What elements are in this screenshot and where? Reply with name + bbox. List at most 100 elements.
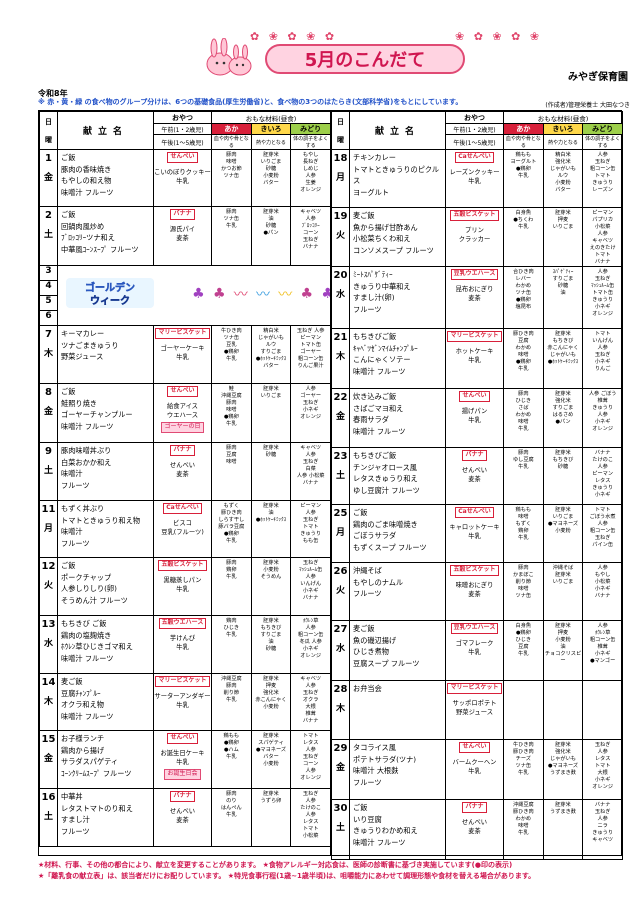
- green-ingredients: 人参 もやし 小松菜 小ネギ バナナ: [582, 562, 623, 622]
- green-ingredients: キャベツ 人参 玉ねぎ オクラ 大根 椎茸 バナナ: [290, 673, 331, 731]
- date-number: 2: [45, 210, 52, 221]
- menu-item: ﾎｳﾚﾝ草ひじきゴマ和え: [61, 642, 133, 652]
- morning-snack: 豆乳ウエハース: [450, 269, 499, 280]
- date-number: 8: [45, 387, 52, 398]
- menu-item: 鶏肉のごま味噌焼き: [353, 519, 418, 529]
- date-number: 30: [333, 803, 348, 815]
- yellow-ingredients: 胚芽米 押麦 いりごま: [542, 206, 584, 268]
- weekday: 金: [43, 754, 53, 764]
- menu-item: ひじき煮物: [353, 647, 389, 657]
- yellow-desc: 熱や力となる: [542, 134, 584, 150]
- green-ingredients: バナナ たけのこ 人参 ピーマン レタス きゅうり 小ネギ: [582, 447, 623, 506]
- weekday: 水: [335, 290, 345, 301]
- red-group-header: あか: [503, 123, 544, 135]
- menu-item: 麦ご飯: [61, 677, 83, 686]
- nursery-name: みやぎ保育園: [568, 72, 628, 83]
- day-header: 日曜: [39, 111, 58, 150]
- menu-item: サラダスパゲティ: [61, 757, 119, 767]
- menu-cell: ご飯回鍋肉風炒めﾌﾞﾛｯｺﾘｰツナ和え中華風ｺｰﾝｽｰﾌﾟ フルーツ: [57, 206, 154, 266]
- weekday: 月: [335, 173, 345, 183]
- afternoon-snack: ゴーヤーケーキ: [160, 344, 205, 352]
- weekday: 金: [335, 763, 345, 774]
- menu-item: ヨーグルト: [353, 187, 389, 197]
- green-ingredients: 人参 ごぼう 椎茸 きゅうり 人参 小ネギ オレンジ: [582, 388, 623, 449]
- afternoon-snack: 牛乳: [468, 177, 481, 185]
- menu-item: フルーツ: [61, 480, 90, 490]
- menu-item: フルーツ: [61, 538, 90, 548]
- afternoon-snack: 野菜ジュース: [455, 708, 494, 716]
- menu-item: ゆし豆腐汁 フルーツ: [353, 485, 420, 495]
- red-ingredients: 豚肉 味噌 かつお節 ツナ缶: [211, 149, 252, 207]
- svg-text:ゴールデン: ゴールデン: [85, 281, 135, 294]
- weekday: 土: [43, 812, 53, 822]
- menu-item: 小松菜ちくわ和え: [353, 234, 411, 244]
- green-ingredients: トマト いんげん 人参 玉ねぎ 小ネギ りんご: [582, 328, 623, 390]
- green-ingredients: 人参 ゴーヤー 玉ねぎ 小ネギ オレンジ: [290, 383, 331, 443]
- snack-cell: せんべい揚げパン牛乳: [445, 388, 504, 449]
- green-ingredients: ﾎｳﾚﾝ草 人参 粗コーン缶 冬瓜 人参 小ネギ オレンジ: [290, 615, 331, 674]
- menu-item: ご飯: [353, 803, 368, 813]
- red-ingredients: 沖縄豆腐 豚ひき肉 わかめ 味噌 牛乳: [503, 799, 544, 861]
- red-ingredients: 豚肉 鶏卵 牛乳: [211, 557, 252, 616]
- date-number: 25: [333, 508, 348, 520]
- menu-item: ﾌﾞﾛｯｺﾘｰツナ和え: [61, 233, 115, 243]
- snack-cell: 五穀ビスケット黒糖蒸しパン牛乳: [153, 557, 212, 616]
- afternoon-snack: ウエハース: [166, 411, 199, 419]
- menu-item: すまし汁: [61, 815, 90, 825]
- menu-item: フルーツ: [353, 589, 382, 599]
- afternoon-snack: 源氏パイ: [169, 225, 196, 233]
- menu-item: 中華風ｺｰﾝｽｰﾌﾟ フルーツ: [61, 244, 139, 254]
- menu-item: 白菜おかか和え: [61, 457, 112, 467]
- menu-item: ポークチャップ: [61, 572, 112, 582]
- afternoon-header: 午後(1～5歳児): [153, 134, 212, 150]
- green-ingredients: 人参 玉ねぎ ﾏｯｼｭﾙｰﾑ缶 トマト缶 きゅうり 小ネギ オレンジ: [582, 266, 623, 330]
- date-cell: 25 月: [331, 504, 350, 564]
- snack-cell: 五穀ウエハース芋けんぴ牛乳: [153, 615, 212, 674]
- menu-item: もちきびご飯: [353, 332, 397, 342]
- yellow-ingredients: 胚芽米 もちきび 砂糖: [542, 447, 584, 506]
- morning-snack: バナナ: [462, 450, 487, 461]
- morning-snack: 五穀ビスケット: [450, 565, 499, 576]
- menu-item: 炊き込みご飯: [353, 392, 397, 402]
- snack-header: おやつ: [445, 111, 504, 124]
- date-number: 11: [41, 504, 56, 515]
- afternoon-header: 午後(1～5歳児): [445, 134, 504, 150]
- menu-header: 献立名: [349, 111, 446, 150]
- green-ingredients: 玉ねぎ 人参 たけのこ 人参 レタス トマト 小松菜: [290, 788, 331, 847]
- afternoon-snack: 牛乳: [468, 648, 481, 656]
- menu-cell: ご飯鮭照り焼きゴーヤーチャンプルー味噌汁 フルーツ: [57, 383, 154, 443]
- snack-cell: Caせんべいキャロットケーキ牛乳: [445, 504, 504, 564]
- snack-cell: バナナ源氏パイ麦茶: [153, 206, 212, 266]
- menu-cell: 麦ご飯魚の磯辺揚げひじき煮物豆腐スープ フルーツ: [349, 620, 446, 682]
- gw-date: 6: [39, 310, 58, 326]
- red-ingredients: 鶏肉 ひじき 牛乳: [211, 615, 252, 674]
- red-ingredients: 牛ひき肉 豚ひき肉 チーズ ツナ缶 牛乳: [503, 739, 544, 801]
- red-ingredients: 豚肉 ゆし豆腐 牛乳: [503, 447, 544, 506]
- red-ingredients: もずく 豚ひき肉 しらす干し 豚バラ豆腐 ●鶏卵 牛乳: [211, 500, 252, 558]
- afternoon-snack: 牛乳: [468, 767, 481, 775]
- morning-snack: バナナ: [170, 209, 195, 220]
- weekday: 土: [43, 230, 53, 240]
- weekday: 月: [335, 528, 345, 539]
- menu-item: いり豆腐: [353, 814, 382, 824]
- green-ingredients: もやし 長ねぎ しめじ 人参 生姜 オレンジ: [290, 149, 331, 207]
- morning-snack: せんべい: [167, 733, 198, 744]
- date-number: 12: [41, 561, 56, 572]
- menu-item: 味噌汁 フルーツ: [353, 366, 406, 376]
- event-badge: ゴーヤーの日: [161, 421, 204, 433]
- menu-cell: ご飯ポークチャップ人参しりしり(卵)そうめん汁 フルーツ: [57, 557, 154, 616]
- afternoon-snack: 麦茶: [176, 816, 189, 824]
- menu-item: ｺｰﾝｸﾘｰﾑｽｰﾌﾟ フルーツ: [61, 768, 132, 778]
- menu-item: タコライス風: [353, 743, 396, 753]
